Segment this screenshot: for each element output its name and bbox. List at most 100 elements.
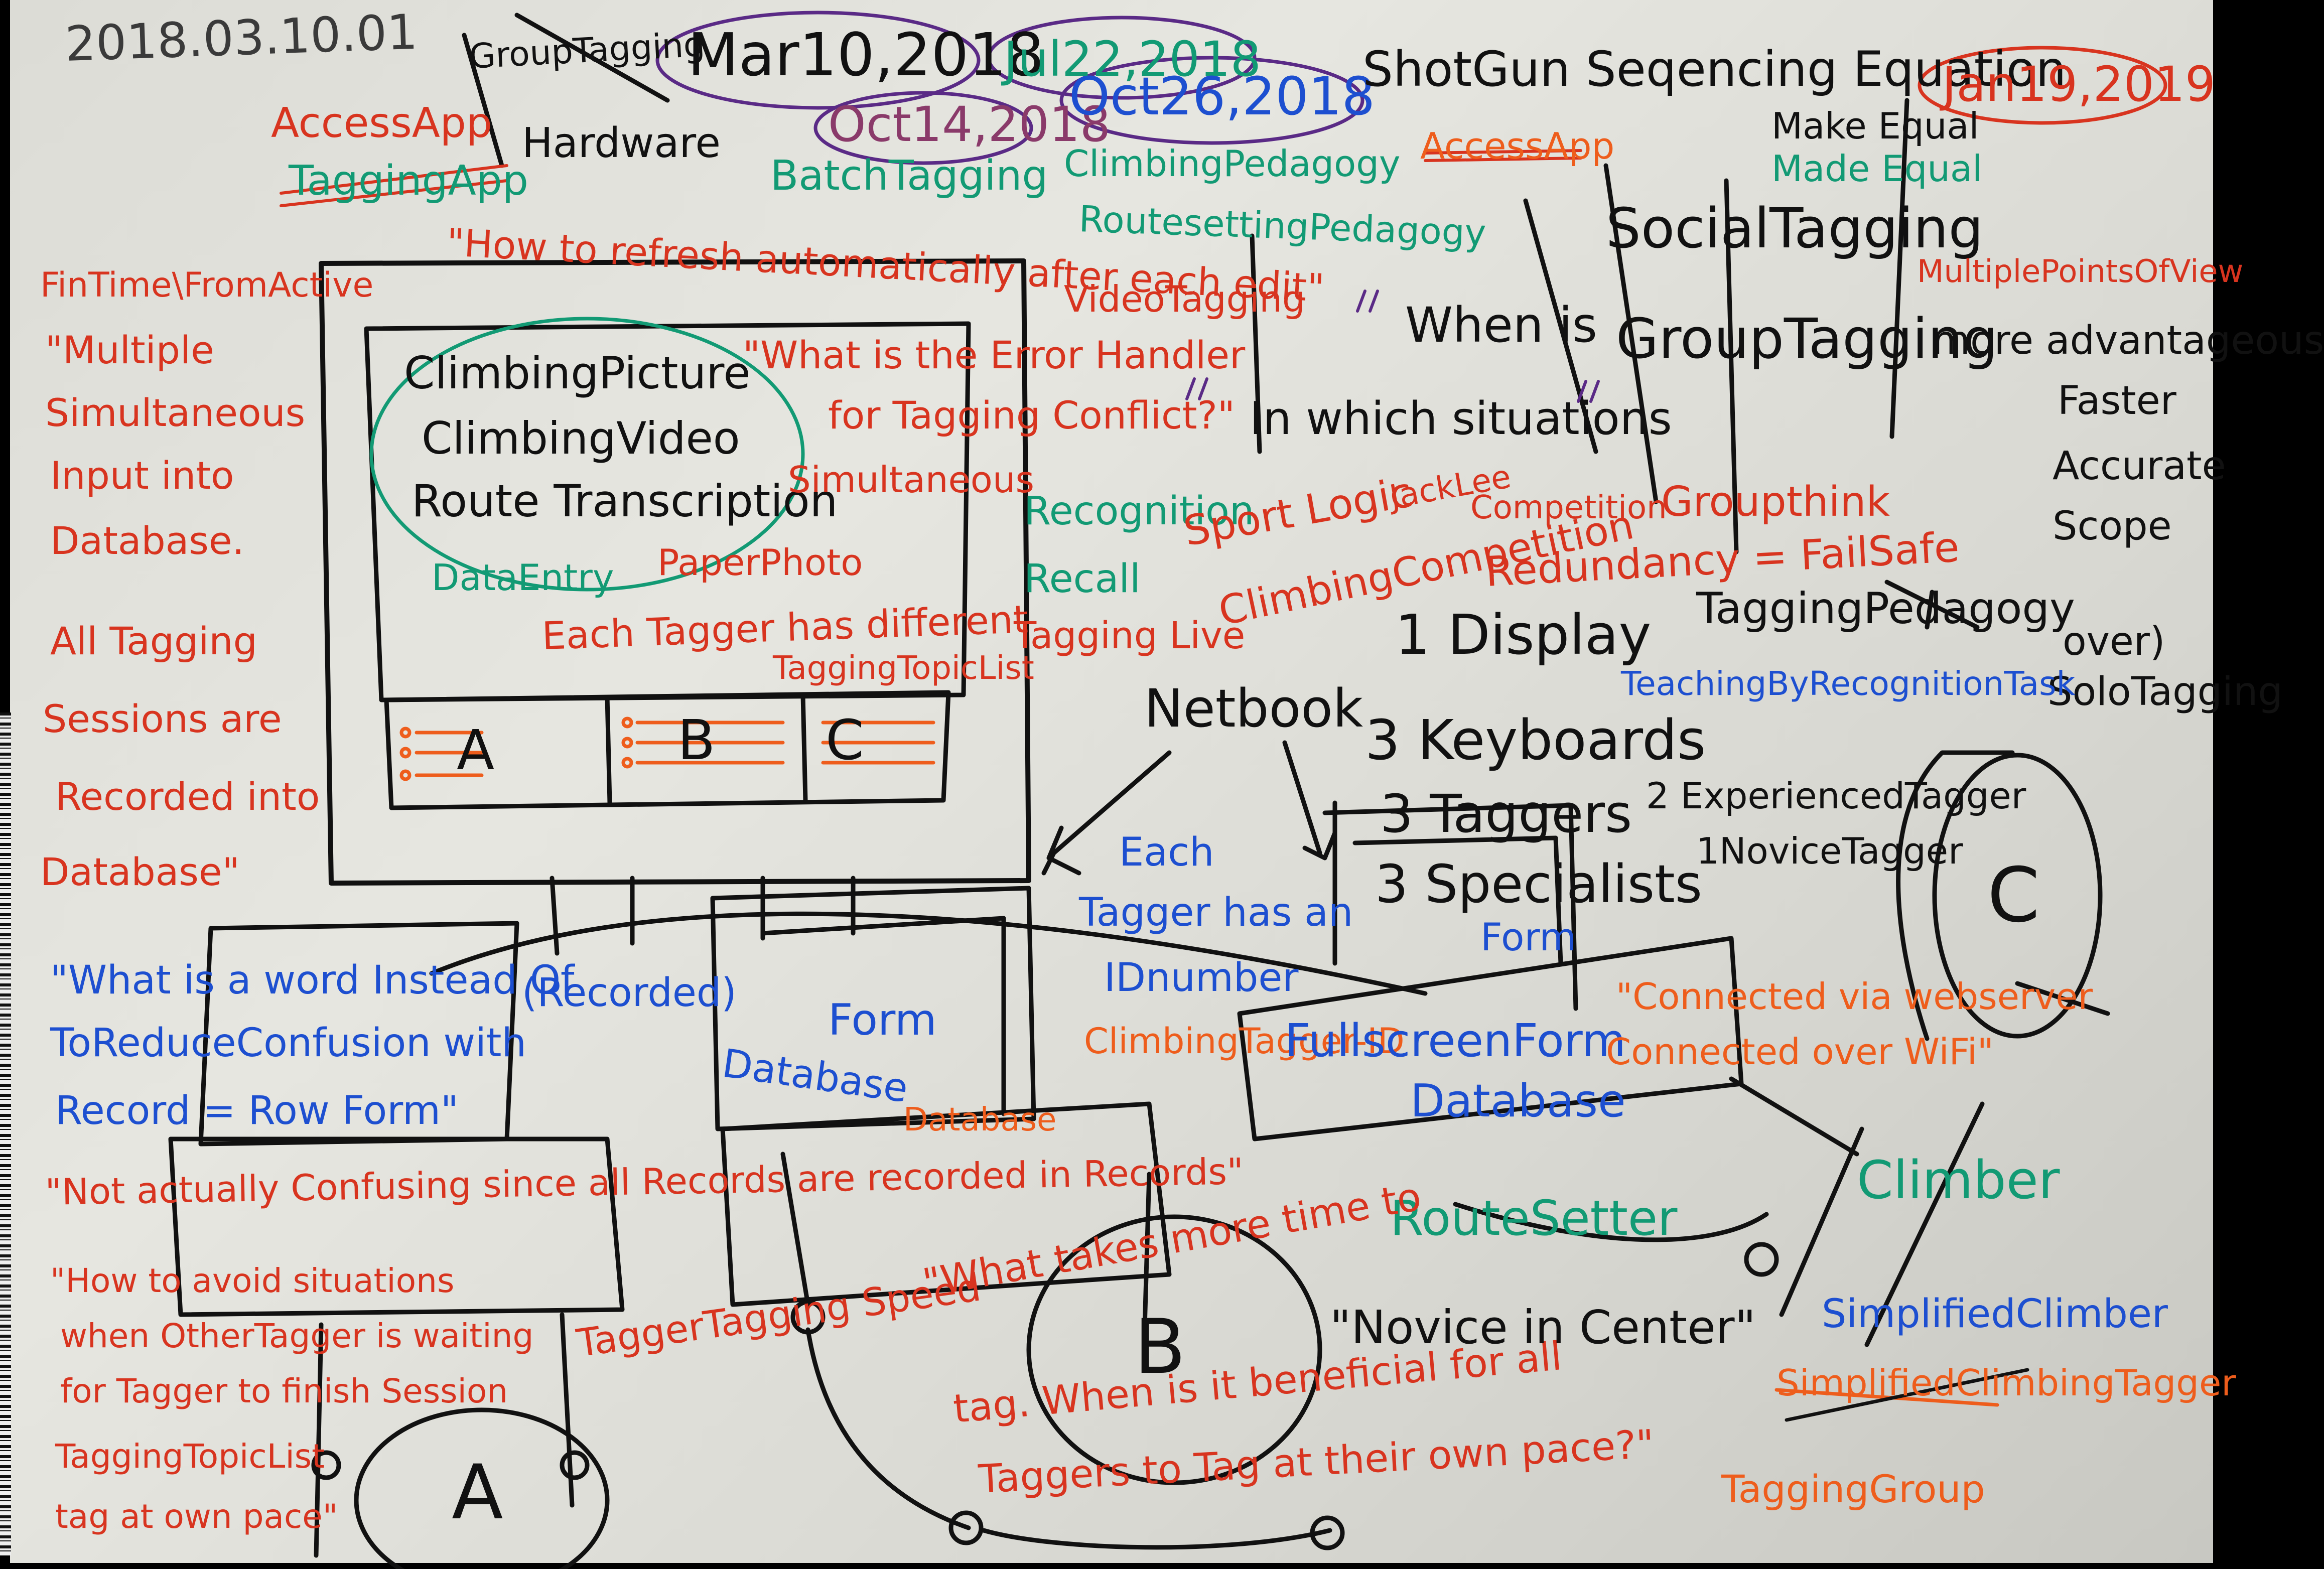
recorded-label: (Recorded) <box>522 970 737 1016</box>
oval-oct14 <box>813 91 1033 165</box>
multiple-3: Input into <box>50 453 234 498</box>
how-avoid-2: when OtherTagger is waiting <box>60 1317 534 1355</box>
what-word: "What is a word Instead Of <box>50 958 575 1003</box>
panel-a-label: A <box>457 718 495 782</box>
tagging-pedagogy: TaggingPedagogy <box>1696 584 2075 634</box>
fin-time-note: FinTime\FromActive <box>40 265 374 305</box>
tagging-live: Tagging Live <box>1014 614 1246 657</box>
recognition: Recognition <box>1024 489 1255 534</box>
specialists-label: 3 Specialists <box>1375 853 1702 915</box>
access-app-left: AccessApp <box>271 99 492 147</box>
all-tagging-3: Recorded into <box>55 774 320 819</box>
how-avoid-4: TaggingTopicList <box>55 1437 325 1476</box>
multiple-points-of-view: MultiplePointsOfView <box>1917 253 2244 290</box>
date-code: 2018.03.10.01 <box>64 4 419 72</box>
novice-center: "Novice in Center" <box>1330 1301 1756 1354</box>
person-b: B <box>1134 1304 1186 1391</box>
date-oct26: Oct26,2018 <box>1069 66 1375 127</box>
how-avoid-3: for Tagger to finish Session <box>60 1372 508 1410</box>
display-label: 1 Display <box>1395 603 1652 667</box>
person-c: C <box>1987 852 2040 939</box>
all-tagging-2: Sessions are <box>43 696 282 741</box>
paper-sheet <box>10 0 2213 1563</box>
novice-tagger: 1NoviceTagger <box>1696 830 1963 872</box>
social-tagging: SocialTagging <box>1606 196 1984 260</box>
multiple-4: Database. <box>50 518 244 563</box>
make-equal: Make Equal <box>1771 105 1979 147</box>
barcode-label <box>0 712 11 1555</box>
panel-b-label: B <box>677 708 716 772</box>
form-mid: Form <box>828 995 937 1045</box>
simultaneous: Simultaneous <box>788 459 1034 501</box>
taggers-label: 3 Taggers <box>1380 783 1632 844</box>
teaching-by-recognition: TeachingByRecognitionTask <box>1621 664 2076 703</box>
date-jul22: Jul22,2018 <box>1004 31 1261 87</box>
connected-2: Connected over WiFi" <box>1606 1031 1994 1073</box>
hardware-label: Hardware <box>522 119 721 167</box>
how-avoid-5: tag at own pace" <box>55 1497 338 1536</box>
experienced-tagger: 2 ExperiencedTagger <box>1646 775 2026 817</box>
oval-jan19 <box>1918 46 2167 125</box>
tagging-group: TaggingGroup <box>1721 1467 1985 1511</box>
how-avoid-1: "How to avoid situations <box>50 1261 455 1300</box>
screen-climbing-video: ClimbingVideo <box>422 412 740 464</box>
simplified-climbing-tagger: SimplifiedClimbingTagger <box>1776 1362 2236 1404</box>
group-tagging-big: GroupTagging <box>1616 307 1998 371</box>
multiple-2: Simultaneous <box>45 390 306 435</box>
person-a: A <box>452 1449 503 1536</box>
connected-1: "Connected via webserver <box>1616 975 2093 1018</box>
all-tagging-4: Database" <box>40 849 240 894</box>
made-equal: Made Equal <box>1771 148 1983 190</box>
date-jan19: Jan19,2019 <box>1942 56 2216 112</box>
climber-label: Climber <box>1857 1150 2060 1211</box>
page-title: ShotGun Seqencing Equation <box>1362 41 2067 97</box>
climbing-pedagogy: ClimbingPedagogy <box>1064 142 1401 185</box>
record-row: Record = Row Form" <box>55 1088 459 1133</box>
oval-mar10 <box>655 11 981 110</box>
batch-tagging: BatchTagging <box>770 152 1048 200</box>
each-tagger-1: Each <box>1119 830 1214 875</box>
form-right-label: Form <box>1480 915 1577 959</box>
recall: Recall <box>1024 556 1141 602</box>
date-oct14: Oct14,2018 <box>828 96 1111 153</box>
when-is: When is <box>1405 297 1597 353</box>
database-orange: Database <box>903 1101 1057 1138</box>
competition: Competition <box>1470 489 1667 526</box>
screen-climbing-picture: ClimbingPicture <box>404 347 751 399</box>
multiple-1: "Multiple <box>45 328 214 372</box>
tagging-app-struck: TaggingApp <box>289 157 528 205</box>
keyboards-label: 3 Keyboards <box>1365 708 1706 772</box>
each-tagger-2: Tagger has an <box>1079 890 1353 935</box>
date-mar10: Mar10,2018 <box>688 20 1044 89</box>
screen-route-transcription: Route Transcription <box>412 475 838 527</box>
error-handler-2: for Tagging Conflict?" <box>828 393 1235 438</box>
in-which-situations: In which situations <box>1250 392 1672 445</box>
oval-oct26 <box>1059 56 1364 145</box>
more-advantageous: more advantageous <box>1932 318 2324 363</box>
scope: Scope <box>2053 504 2172 549</box>
data-entry: DataEntry <box>432 556 614 599</box>
each-tagger-diff-2: TaggingTopicList <box>773 650 1034 687</box>
simplified-climber: SimplifiedClimber <box>1822 1292 2168 1337</box>
video-tagging: VideoTagging <box>1064 278 1305 320</box>
over-label: over) <box>2063 619 2165 664</box>
drawing-layer <box>168 11 2167 1569</box>
solo-tagging: SoloTagging <box>2047 669 2283 715</box>
accurate: Accurate <box>2053 444 2226 489</box>
green-oval <box>369 317 805 592</box>
all-tagging-1: All Tagging <box>50 619 257 663</box>
to-reduce: ToReduceConfusion with <box>50 1021 526 1066</box>
database-right: Database <box>1410 1075 1626 1127</box>
access-app-right: AccessApp <box>1420 125 1615 167</box>
route-setter: RouteSetter <box>1390 1190 1678 1246</box>
climbing-tagger-id: ClimbingTagger-ID <box>1084 1021 1405 1062</box>
panel-c-label: C <box>826 708 864 772</box>
paper-photo: PaperPhoto <box>657 541 863 584</box>
faster: Faster <box>2058 378 2176 423</box>
fullscreen-form: FullscreenForm <box>1285 1015 1626 1067</box>
netbook-label: Netbook <box>1144 678 1363 739</box>
error-handler-1: "What is the Error Handler <box>743 333 1246 377</box>
groupthink: Groupthink <box>1661 478 1890 526</box>
each-tagger-3: IDnumber <box>1104 955 1299 1001</box>
